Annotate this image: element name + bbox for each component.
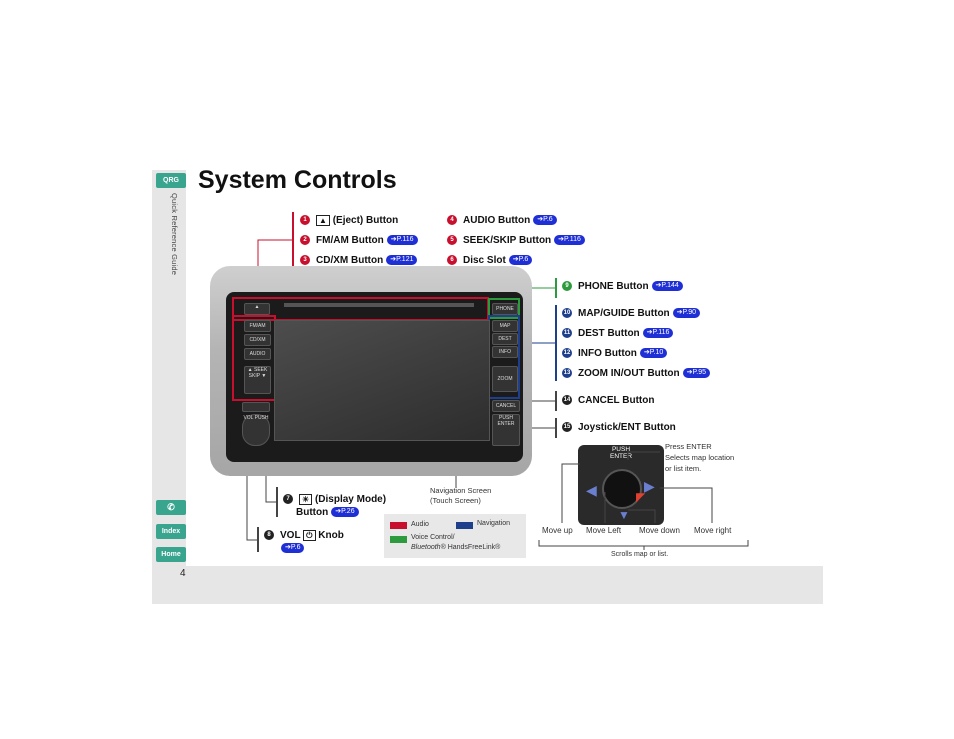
cdxm-button[interactable]: CD/XM — [244, 334, 271, 346]
page-ref-link[interactable]: ➔P.116 — [554, 235, 585, 246]
legend-voice-label-line2: Bluetooth® HandsFreeLink® — [411, 544, 501, 551]
page-ref-link[interactable]: ➔P.116 — [386, 235, 418, 246]
fmam-button[interactable]: FM/AM — [244, 320, 271, 332]
tts-icon-tab[interactable]: ✆ — [156, 500, 186, 515]
navigation-touch-screen[interactable] — [274, 320, 490, 441]
callout-bar-cancel — [555, 391, 557, 411]
arrow-right-icon: ▶ — [644, 478, 655, 494]
eject-button[interactable]: ▲ — [244, 303, 270, 315]
scrolls-map-note: Scrolls map or list. — [611, 551, 669, 558]
eject-icon: ▲ — [316, 215, 330, 226]
page-ref-link[interactable]: ➔P.116 — [642, 328, 674, 339]
vertical-section-title: Quick Reference Guide — [170, 193, 179, 276]
callout-display-mode: 7☀ (Display Mode) — [283, 494, 386, 505]
arrow-left-icon: ◀ — [586, 482, 597, 498]
phone-button[interactable]: PHONE — [492, 303, 518, 315]
zoom-button[interactable]: ZOOM — [492, 366, 518, 392]
display-mode-icon: ☀ — [299, 494, 313, 505]
page-ref-link[interactable]: ➔P.6 — [508, 255, 533, 266]
press-enter-desc-line1: Selects map location — [665, 453, 735, 462]
joystick-knob[interactable] — [602, 469, 642, 509]
callout-display-mode-line2: Button➔P.26 — [296, 507, 359, 518]
disc-slot[interactable] — [284, 303, 474, 307]
page-number: 4 — [180, 568, 186, 579]
legend-swatch-navigation — [456, 522, 473, 529]
touch-screen-label: (Touch Screen) — [430, 496, 481, 505]
page-ref-link[interactable]: ➔P.95 — [682, 368, 711, 379]
joystick-enter-button[interactable]: PUSH ENTER — [492, 414, 520, 446]
press-enter-desc-line2: or list item. — [665, 464, 702, 473]
power-icon: ⏻ — [303, 530, 316, 541]
callout-bar-vol — [257, 527, 259, 552]
color-legend — [384, 514, 526, 558]
callout-bar-navigation — [555, 305, 557, 381]
callout-vol-ref: ➔P.6 — [278, 543, 305, 554]
callout-bar-display — [276, 487, 278, 517]
dest-button[interactable]: DEST — [492, 333, 518, 345]
phone-speech-icon: ✆ — [167, 502, 175, 512]
vol-knob[interactable]: VOL PUSH — [242, 414, 270, 446]
audio-button[interactable]: AUDIO — [244, 348, 271, 360]
page-ref-link[interactable]: ➔P.121 — [386, 255, 418, 266]
move-up-label: Move up — [542, 526, 573, 535]
arrow-down-icon: ▼ — [618, 508, 630, 522]
page-ref-link[interactable]: ➔P.144 — [651, 281, 683, 292]
info-button[interactable]: INFO — [492, 346, 518, 358]
cancel-button[interactable]: CANCEL — [492, 400, 520, 412]
joystick-knob-label: PUSH ENTER — [609, 446, 633, 460]
page-ref-link[interactable]: ➔P.10 — [639, 348, 668, 359]
legend-audio-label: Audio — [411, 521, 429, 528]
qrg-tab[interactable]: QRG — [156, 173, 186, 188]
move-left-label: Move Left — [586, 526, 622, 535]
press-enter-title: Press ENTER — [665, 442, 712, 451]
move-down-label: Move down — [639, 526, 680, 535]
highlight-phone — [488, 298, 520, 319]
navigation-screen-label: Navigation Screen — [430, 486, 492, 495]
legend-navigation-label: Navigation — [477, 520, 511, 527]
page-ref-link[interactable]: ➔P.90 — [672, 308, 701, 319]
display-mode-button[interactable] — [242, 402, 270, 412]
arrow-upright-icon: ◤ — [636, 490, 646, 504]
legend-swatch-audio — [390, 522, 407, 529]
callout-eject: 1▲ (Eject) Button — [300, 215, 398, 226]
page-ref-link[interactable]: ➔P.6 — [281, 543, 305, 554]
seek-skip-button[interactable]: ▲ SEEK SKIP ▼ — [244, 366, 271, 394]
page-ref-link[interactable]: ➔P.26 — [331, 507, 359, 518]
footer-background — [152, 566, 823, 604]
legend-swatch-voice — [390, 536, 407, 543]
callout-bar-audio-left — [292, 212, 294, 268]
move-right-label: Move right — [694, 526, 732, 535]
callout-bar-phone — [555, 278, 557, 298]
callout-bar-joystick — [555, 418, 557, 438]
index-tab[interactable]: Index — [156, 524, 186, 539]
legend-voice-label-line1: Voice Control/ — [411, 534, 455, 541]
page-ref-link[interactable]: ➔P.6 — [533, 215, 557, 226]
page-title: System Controls — [198, 166, 397, 194]
home-tab[interactable]: Home — [156, 547, 186, 562]
